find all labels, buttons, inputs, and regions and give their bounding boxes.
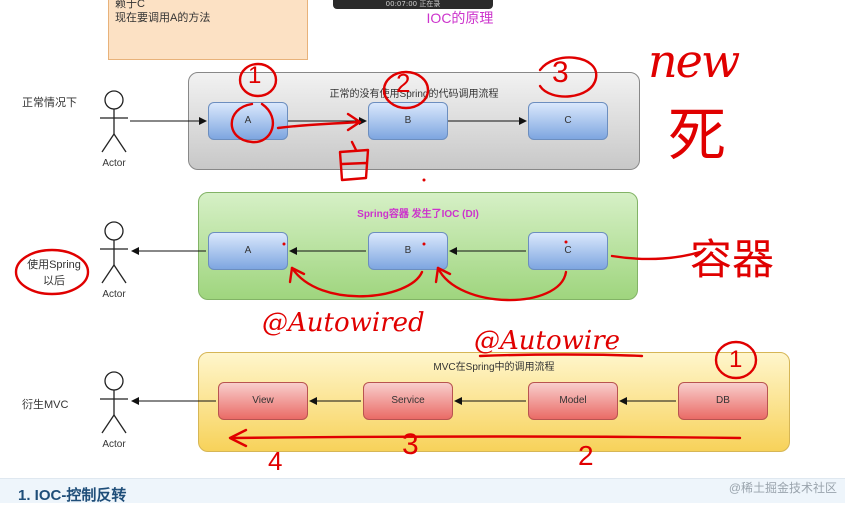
actor-label-2: Actor <box>102 289 126 300</box>
dot-b <box>422 242 426 246</box>
node-db[interactable]: DB <box>678 382 768 420</box>
recording-bar: 00:07:00 正在录 <box>333 0 493 9</box>
diagram-title: IOC的原理 <box>426 10 494 26</box>
ink-mvc-num-2: 2 <box>578 440 594 471</box>
dot-a <box>282 242 286 246</box>
actor-label-3: Actor <box>102 439 126 450</box>
ink-scribble-zi <box>338 140 370 182</box>
ink-curve-b-a <box>290 266 424 298</box>
ink-mvc-long-arrow <box>230 435 742 440</box>
node-b-spring[interactable]: B <box>368 232 448 270</box>
node-view[interactable]: View <box>218 382 308 420</box>
ink-autowired-1: @Autowired <box>262 308 425 338</box>
actor-figure-2 <box>100 221 128 284</box>
ink-arrowhead-a-b <box>346 112 362 132</box>
section-title: 1. IOC-控制反转 <box>0 478 845 504</box>
node-model[interactable]: Model <box>528 382 618 420</box>
ink-new: new <box>648 34 740 88</box>
ink-line-c-container <box>610 250 702 261</box>
note-line-2: 现在要调用A的方法 <box>115 12 211 24</box>
note-box: 赖于C 现在要调用A的方法 <box>108 0 308 60</box>
node-c-spring[interactable]: C <box>528 232 608 270</box>
node-c-normal[interactable]: C <box>528 102 608 140</box>
ink-circle-3 <box>538 56 598 98</box>
ink-rongqi: 容器 <box>690 236 775 283</box>
ink-mvc-num-1: 1 <box>729 346 743 373</box>
node-a-normal[interactable]: A <box>208 102 288 140</box>
ink-mvc-long-arrowhead <box>228 428 248 448</box>
ink-mvc-num-3: 3 <box>402 428 419 461</box>
actor-label-1: Actor <box>102 158 126 169</box>
row-label-normal: 正常情况下 <box>22 97 77 109</box>
ink-circle-1 <box>238 62 278 98</box>
ink-circle-2 <box>382 70 430 110</box>
node-a-spring[interactable]: A <box>208 232 288 270</box>
ink-circle-mvc-1 <box>714 340 758 380</box>
ink-die: 死 <box>668 103 727 168</box>
dot-c <box>564 240 568 244</box>
row-label-spring-line1: 使用Spring <box>27 259 81 271</box>
ink-num-1: 1 <box>248 62 262 89</box>
actor-figure-1 <box>100 90 128 153</box>
ink-circle-a <box>230 102 274 144</box>
row-label-spring: 使用Spring 以后 <box>22 256 86 288</box>
node-service[interactable]: Service <box>363 382 453 420</box>
ink-num-3: 3 <box>552 56 569 89</box>
container-title-normal: 正常的没有使用Spring的代码调用流程 <box>329 89 499 100</box>
ink-underline-autowire <box>478 353 644 358</box>
ink-arrow-a-b <box>276 120 360 130</box>
container-title-mvc: MVC在Spring中的调用流程 <box>433 362 555 373</box>
row-label-mvc: 衍生MVC <box>22 399 69 411</box>
ink-mvc-num-4: 4 <box>268 446 283 476</box>
actor-figure-3 <box>100 371 128 434</box>
ink-num-2: 2 <box>396 68 411 98</box>
container-title-spring: Spring容器 发生了IOC (DI) <box>357 209 479 220</box>
dot-mid <box>422 178 426 182</box>
watermark: @稀土掘金技术社区 <box>728 481 837 495</box>
ink-circle-spring-label <box>14 248 90 296</box>
note-line-1: 赖于C <box>115 0 145 10</box>
ink-curve-c-b <box>436 266 568 302</box>
ink-autowired-2: @Autowire <box>474 326 621 356</box>
row-label-spring-line2: 以后 <box>43 275 65 287</box>
ink-curve-b-a-head <box>288 266 306 284</box>
ink-curve-c-b-head <box>434 266 452 284</box>
